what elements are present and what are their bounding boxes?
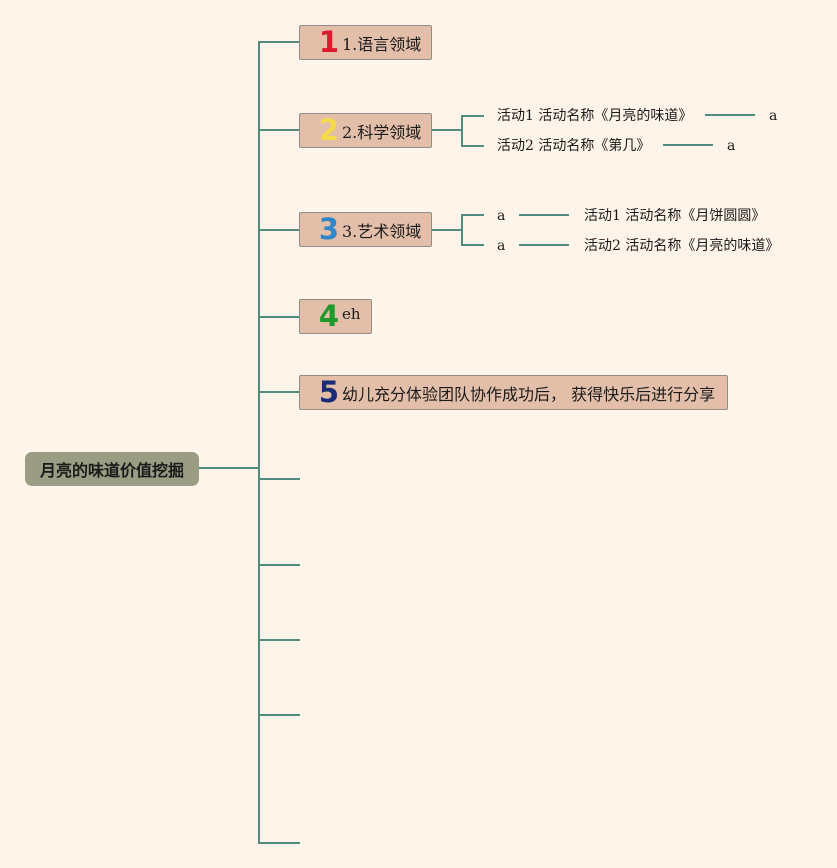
topic-2-child-1[interactable]: 活动1 活动名称《月亮的味道》 xyxy=(497,108,693,124)
topic-4[interactable]: 4 eh xyxy=(299,299,372,334)
topic-3-child-1-note[interactable]: a xyxy=(497,208,506,224)
number-5-icon: 5 xyxy=(318,375,340,409)
number-2-icon: 2 xyxy=(318,113,340,147)
topic-2-child-2-note[interactable]: a xyxy=(727,138,736,154)
topic-2-child-2[interactable]: 活动2 活动名称《第几》 xyxy=(497,138,651,154)
topic-5-label: 幼儿充分体验团队协作成功后， 获得快乐后进行分享 xyxy=(342,384,716,404)
topic-2[interactable]: 2 2.科学领域 xyxy=(299,113,432,148)
number-3-icon: 3 xyxy=(318,212,340,246)
topic-3-child-1[interactable]: 活动1 活动名称《月饼圆圆》 xyxy=(584,208,766,224)
connector-topic-2-bracket xyxy=(461,115,484,147)
topic-4-label: eh xyxy=(342,305,361,323)
topic-3-label: 3.艺术领域 xyxy=(342,221,422,241)
topic-2-child-1-note[interactable]: a xyxy=(769,108,778,124)
topic-2-label: 2.科学领域 xyxy=(342,122,422,142)
topic-3-child-2[interactable]: 活动2 活动名称《月亮的味道》 xyxy=(584,238,780,254)
connector-topic-3-bracket xyxy=(461,214,484,246)
number-1-icon: 1 xyxy=(318,25,340,59)
topic-3-child-2-note[interactable]: a xyxy=(497,238,506,254)
connector-group xyxy=(198,41,755,844)
topic-5[interactable]: 5 幼儿充分体验团队协作成功后， 获得快乐后进行分享 xyxy=(299,375,728,410)
central-topic[interactable]: 月亮的味道价值挖掘 xyxy=(25,452,199,486)
number-4-icon: 4 xyxy=(318,299,340,333)
topic-3[interactable]: 3 3.艺术领域 xyxy=(299,212,432,247)
topic-1-label: 1.语言领域 xyxy=(342,34,422,54)
topic-1[interactable]: 1 1.语言领域 xyxy=(299,25,432,60)
